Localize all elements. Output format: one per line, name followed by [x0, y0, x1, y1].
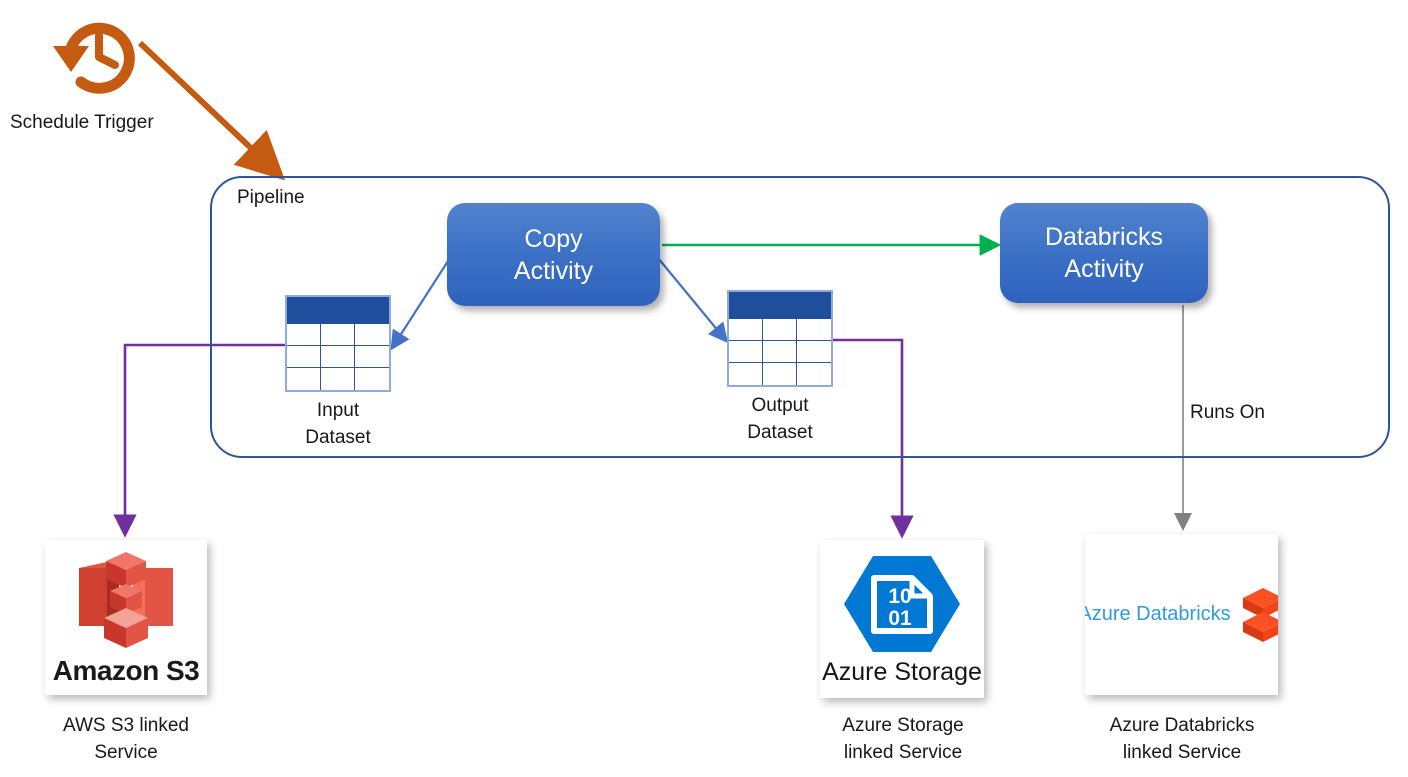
output-dataset-node[interactable]: Output Dataset — [727, 290, 833, 447]
amazon-s3-icon: Amazon S3 — [52, 548, 200, 687]
databricks-activity-node[interactable]: Databricks Activity — [1000, 203, 1208, 303]
azure-databricks-caption-line2: linked Service — [1122, 741, 1242, 763]
table-cell — [797, 363, 831, 385]
aws-s3-caption-line2: Service — [94, 741, 158, 763]
pipeline-container — [210, 176, 1390, 458]
input-dataset-line1: Input — [316, 400, 360, 421]
output-dataset-line2: Dataset — [747, 421, 813, 443]
output-dataset-table-icon — [727, 290, 833, 387]
table-cell — [355, 324, 389, 346]
input-dataset-table-icon — [285, 295, 391, 392]
azure-storage-wordmark: Azure Storage — [822, 657, 982, 686]
table-cell — [729, 363, 763, 385]
azure-storage-icon: 10 01 Azure Storage — [822, 552, 982, 687]
azure-storage-linked-service-caption: Azure Storage linked Service — [773, 713, 1033, 767]
table-cell — [287, 368, 321, 390]
svg-text:10: 10 — [888, 585, 911, 608]
runs-on-edge-label: Runs On — [1190, 402, 1265, 423]
schedule-trigger-label: Schedule Trigger — [10, 112, 154, 133]
azure-storage-caption-line1: Azure Storage — [842, 715, 964, 736]
databricks-activity-line2: Activity — [1064, 255, 1144, 283]
table-cell — [287, 324, 321, 346]
aws-s3-caption-line1: AWS S3 linked — [62, 715, 189, 736]
table-cell — [729, 341, 763, 363]
table-cell — [797, 319, 831, 341]
pipeline-label: Pipeline — [237, 187, 305, 208]
input-dataset-label: Input Dataset — [285, 398, 391, 452]
input-dataset-node[interactable]: Input Dataset — [285, 295, 391, 452]
azure-databricks-linked-service-card[interactable]: Azure Databricks — [1085, 534, 1278, 695]
schedule-clock-icon — [48, 10, 154, 98]
azure-databricks-linked-service-caption: Azure Databricks linked Service — [1052, 713, 1312, 767]
databricks-activity-line1: Databricks — [1044, 223, 1164, 251]
svg-text:01: 01 — [888, 607, 912, 630]
table-header-row — [287, 297, 389, 324]
table-cell — [763, 363, 797, 385]
azure-storage-caption-line2: linked Service — [843, 741, 963, 763]
aws-s3-linked-service-caption: AWS S3 linked Service — [0, 713, 256, 767]
table-cell — [355, 368, 389, 390]
amazon-s3-wordmark: Amazon S3 — [52, 655, 200, 686]
table-cell — [287, 346, 321, 368]
table-body — [729, 319, 831, 385]
output-dataset-line1: Output — [751, 395, 809, 416]
table-cell — [321, 368, 355, 390]
table-cell — [729, 319, 763, 341]
copy-activity-line1: Copy — [524, 224, 583, 253]
table-header-row — [729, 292, 831, 319]
table-cell — [797, 341, 831, 363]
azure-storage-linked-service-card[interactable]: 10 01 Azure Storage — [820, 540, 984, 698]
azure-databricks-icon: Azure Databricks — [1085, 586, 1278, 644]
azure-databricks-wordmark: Azure Databricks — [1085, 603, 1231, 625]
copy-activity-line2: Activity — [513, 256, 594, 285]
table-cell — [763, 341, 797, 363]
table-cell — [321, 324, 355, 346]
table-cell — [763, 319, 797, 341]
copy-activity-node[interactable]: Copy Activity — [447, 203, 660, 306]
input-dataset-line2: Dataset — [305, 426, 371, 448]
azure-databricks-caption-line1: Azure Databricks — [1109, 715, 1255, 736]
output-dataset-label: Output Dataset — [727, 393, 833, 447]
edge-trigger-to-pipeline — [137, 40, 286, 181]
table-cell — [321, 346, 355, 368]
table-cell — [355, 346, 389, 368]
aws-s3-linked-service-card[interactable]: Amazon S3 — [45, 540, 207, 695]
table-body — [287, 324, 389, 390]
